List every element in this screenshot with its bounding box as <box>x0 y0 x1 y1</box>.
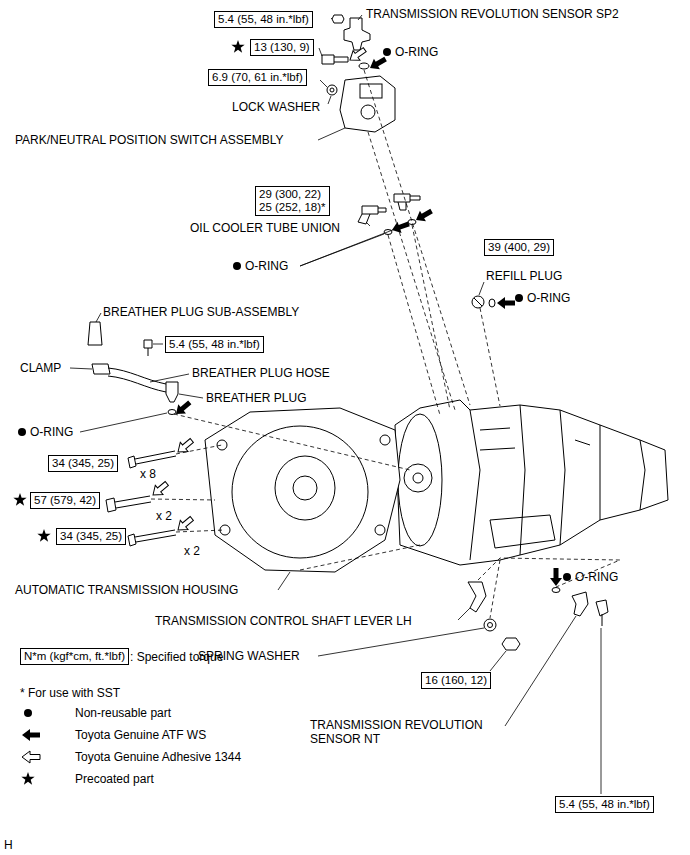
torque-box: 29 (300, 22)25 (252, 18)* <box>255 186 330 216</box>
part-label: TRANSMISSION REVOLUTION SENSOR SP2 <box>366 7 619 21</box>
part-label: * For use with SST <box>20 686 120 700</box>
part-label: H <box>4 838 13 852</box>
torque-value: 57 (579, 42) <box>34 494 96 507</box>
part-label: x 8 <box>140 467 156 481</box>
legend-text: : Specified torque <box>130 650 223 664</box>
legend-text: Toyota Genuine Adhesive 1344 <box>75 750 241 764</box>
part-label: O-RING <box>395 45 438 59</box>
torque-box: 6.9 (70, 61 in.*lbf) <box>208 69 307 86</box>
part-label: AUTOMATIC TRANSMISSION HOUSING <box>15 583 238 597</box>
torque-value: 34 (345, 25) <box>52 457 114 470</box>
torque-value: 5.4 (55, 48 in.*lbf) <box>559 798 650 811</box>
torque-box: 5.4 (55, 48 in.*lbf) <box>555 796 654 813</box>
torque-box: 5.4 (55, 48 in.*lbf) <box>214 11 313 28</box>
torque-box: 13 (130, 9) <box>250 39 314 56</box>
part-label: TRANSMISSION CONTROL SHAFT LEVER LH <box>155 614 412 628</box>
part-label: O-RING <box>527 291 570 305</box>
torque-value: 39 (400, 29) <box>488 241 550 254</box>
part-label: BREATHER PLUG SUB-ASSEMBLY <box>103 305 299 319</box>
legend-text: Precoated part <box>75 772 154 786</box>
torque-box: 39 (400, 29) <box>484 239 554 256</box>
torque-box: 34 (345, 25) <box>48 455 118 472</box>
part-label: REFILL PLUG <box>486 269 562 283</box>
torque-box: 34 (345, 25) <box>56 528 126 545</box>
torque-box: 16 (160, 12) <box>421 672 491 689</box>
part-label: BREATHER PLUG <box>206 391 306 405</box>
part-label: BREATHER PLUG HOSE <box>192 366 330 380</box>
torque-value: 5.4 (55, 48 in.*lbf) <box>169 338 260 351</box>
part-label: x 2 <box>156 509 172 523</box>
legend-text: Non-reusable part <box>75 706 171 720</box>
torque-box: N*m (kgf*cm, ft.*lbf) <box>20 648 129 665</box>
part-label: O-RING <box>30 425 73 439</box>
torque-value: 5.4 (55, 48 in.*lbf) <box>218 13 309 26</box>
part-label: O-RING <box>575 570 618 584</box>
torque-value: 25 (252, 18)* <box>259 201 326 214</box>
part-label: CLAMP <box>20 361 61 375</box>
part-label: LOCK WASHER <box>232 100 320 114</box>
torque-box: 57 (579, 42) <box>30 492 100 509</box>
part-label: x 2 <box>184 544 200 558</box>
torque-value: 34 (345, 25) <box>60 530 122 543</box>
part-label: TRANSMISSION REVOLUTION SENSOR NT <box>310 718 510 746</box>
part-label: OIL COOLER TUBE UNION <box>190 221 340 235</box>
torque-value: 6.9 (70, 61 in.*lbf) <box>212 71 303 84</box>
torque-value: 16 (160, 12) <box>425 674 487 687</box>
torque-value: 29 (300, 22) <box>259 188 326 201</box>
part-label: PARK/NEUTRAL POSITION SWITCH ASSEMBLY <box>15 133 284 147</box>
torque-box: 5.4 (55, 48 in.*lbf) <box>165 336 264 353</box>
legend-text: Toyota Genuine ATF WS <box>75 728 206 742</box>
torque-value: 13 (130, 9) <box>254 41 310 54</box>
part-label: O-RING <box>245 259 288 273</box>
torque-value: N*m (kgf*cm, ft.*lbf) <box>24 650 125 663</box>
